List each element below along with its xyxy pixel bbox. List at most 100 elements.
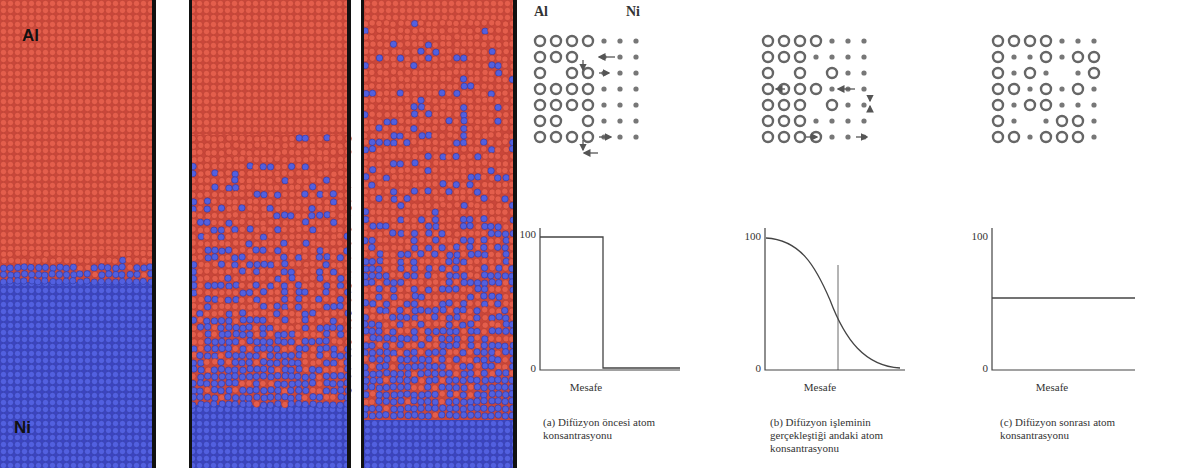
al-atom	[439, 294, 445, 300]
al-atom	[247, 143, 253, 149]
al-atom	[495, 153, 501, 159]
al-atom	[418, 70, 424, 76]
al-atom	[502, 119, 508, 125]
al-atom	[197, 213, 203, 219]
ni-atom	[42, 272, 48, 278]
al-atom	[253, 290, 259, 296]
al-atom	[418, 279, 424, 285]
al-atom	[211, 157, 217, 163]
ni-atom	[205, 373, 211, 379]
al-atom	[233, 240, 239, 246]
al-atom	[253, 325, 259, 331]
ni-atom	[302, 289, 308, 295]
ni-atom	[323, 388, 329, 394]
al-atom	[488, 251, 494, 257]
al-atom	[446, 216, 452, 222]
al-atom	[274, 261, 280, 267]
al-atom	[418, 20, 424, 26]
al-atom	[411, 175, 417, 181]
ni-atom	[119, 278, 125, 284]
ni-atom	[240, 332, 246, 338]
al-atom	[310, 360, 316, 366]
al-atom	[240, 213, 246, 219]
al-atom	[474, 76, 480, 82]
ni-atom	[232, 227, 238, 233]
al-atom	[338, 345, 344, 351]
ni-atom	[282, 261, 288, 267]
al-atom	[204, 275, 210, 281]
al-atom	[316, 359, 322, 365]
ni-atom	[323, 289, 329, 295]
ni-atom	[0, 279, 6, 285]
ni-atom	[370, 223, 376, 229]
al-atom	[397, 42, 403, 48]
al-atom	[433, 69, 439, 75]
al-atom	[503, 48, 509, 54]
ni-atom	[370, 301, 376, 307]
al-atom	[295, 240, 301, 246]
al-atom	[495, 237, 501, 243]
ni-atom	[281, 269, 287, 275]
al-atom	[246, 150, 252, 156]
al-atom	[281, 184, 287, 190]
al-atom	[205, 150, 211, 156]
al-atom	[226, 156, 232, 162]
al-atom	[233, 156, 239, 162]
ni-atom	[317, 275, 323, 281]
al-atom	[467, 125, 473, 131]
ni-atom	[205, 338, 211, 344]
al-atom	[338, 360, 344, 366]
al-atom	[219, 198, 225, 204]
al-atom	[454, 34, 460, 40]
al-atom	[330, 177, 336, 183]
al-atom	[426, 48, 432, 54]
al-atom	[218, 163, 224, 169]
ni-atom	[246, 324, 252, 330]
ni-atom	[268, 283, 274, 289]
ni-atom	[120, 257, 126, 263]
al-atom	[289, 261, 295, 267]
al-atom	[302, 142, 308, 148]
al-atom	[288, 170, 294, 176]
al-atom	[411, 203, 417, 209]
ni-atom	[232, 380, 238, 386]
al-atom	[384, 112, 390, 118]
al-atom	[218, 192, 224, 198]
al-atom	[247, 345, 253, 351]
al-atom	[239, 170, 245, 176]
al-atom	[205, 367, 211, 373]
al-atom	[376, 301, 382, 307]
ni-atom	[324, 304, 330, 310]
al-atom	[323, 156, 329, 162]
al-atom	[404, 181, 410, 187]
ni-atom	[253, 387, 259, 393]
al-atom	[369, 231, 375, 237]
ni-atom	[411, 125, 417, 131]
ni-atom	[204, 381, 210, 387]
al-atom	[475, 224, 481, 230]
ni-atom	[105, 265, 111, 271]
al-atom	[433, 203, 439, 209]
al-atom	[330, 149, 336, 155]
ni-atom	[317, 346, 323, 352]
ni-atom	[218, 227, 224, 233]
ni-atom	[330, 324, 336, 330]
al-atom	[411, 139, 417, 145]
al-atom	[254, 142, 260, 148]
al-atom	[418, 245, 424, 251]
al-atom	[482, 55, 488, 61]
al-atom	[295, 275, 301, 281]
ni-atom	[397, 90, 403, 96]
al-atom	[211, 136, 217, 142]
al-atom	[338, 213, 344, 219]
al-atom	[482, 35, 488, 41]
al-atom	[197, 282, 203, 288]
ni-atom	[398, 279, 404, 285]
al-atom	[397, 223, 403, 229]
al-atom	[475, 216, 481, 222]
ni-atom	[260, 247, 266, 253]
al-atom	[461, 174, 467, 180]
ni-atom	[282, 359, 288, 365]
al-atom	[317, 171, 323, 177]
ni-atom	[397, 55, 403, 61]
